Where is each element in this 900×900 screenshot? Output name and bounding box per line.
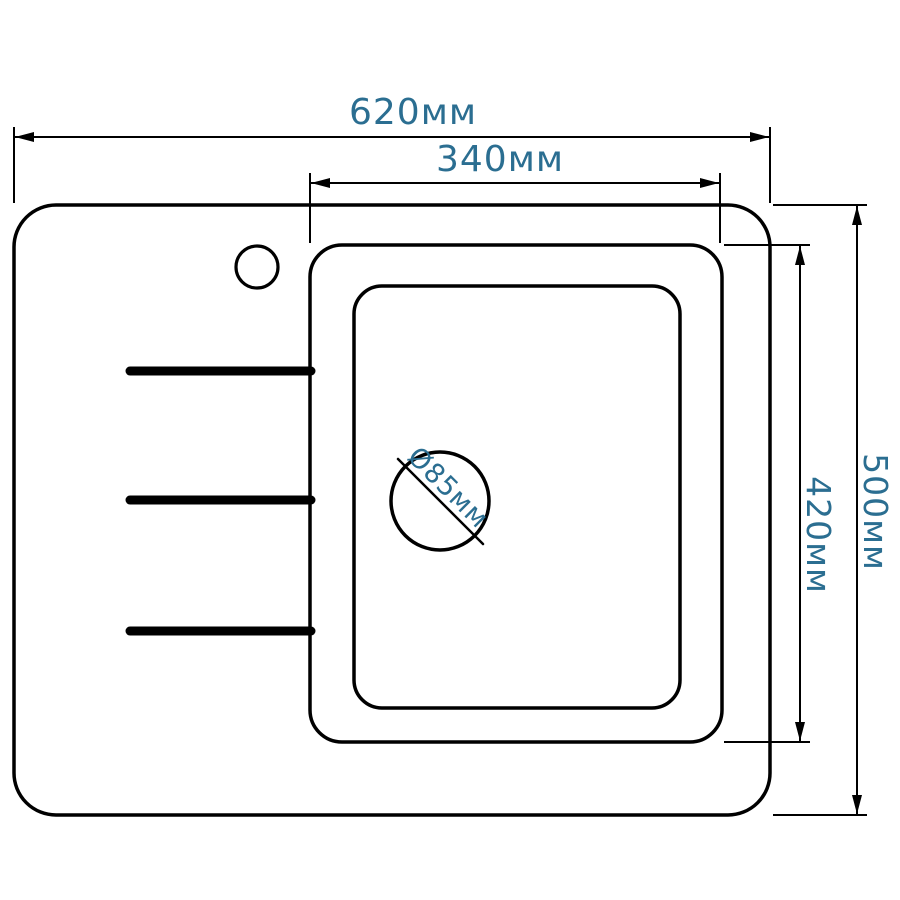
dimension-arrow — [15, 132, 34, 142]
bowl-depth-label: 420мм — [799, 476, 838, 594]
dimension-arrow — [795, 722, 805, 741]
dimension-arrow — [852, 795, 862, 814]
drain-diagonal-line — [396, 457, 485, 546]
sink-body-outline — [12, 203, 772, 817]
drain-diameter-label: Ø85мм — [401, 441, 495, 535]
dimension-arrow — [750, 132, 769, 142]
sink-outline-group — [12, 203, 772, 817]
overall-width-label: 620мм — [349, 92, 477, 133]
faucet-hole — [234, 244, 280, 290]
dimension-arrows-group — [15, 132, 862, 814]
overall-depth-label: 500мм — [856, 453, 895, 571]
drain-hole — [389, 450, 491, 552]
dimension-lines-group — [13, 127, 867, 816]
bowl-width-label: 340мм — [436, 139, 564, 180]
dimension-arrow — [795, 246, 805, 265]
dimension-arrow — [311, 178, 330, 188]
dimension-arrow — [852, 206, 862, 225]
bowl-inner-edge — [352, 284, 682, 710]
bowl-outer-edge — [308, 243, 724, 744]
dimension-arrow — [700, 178, 719, 188]
